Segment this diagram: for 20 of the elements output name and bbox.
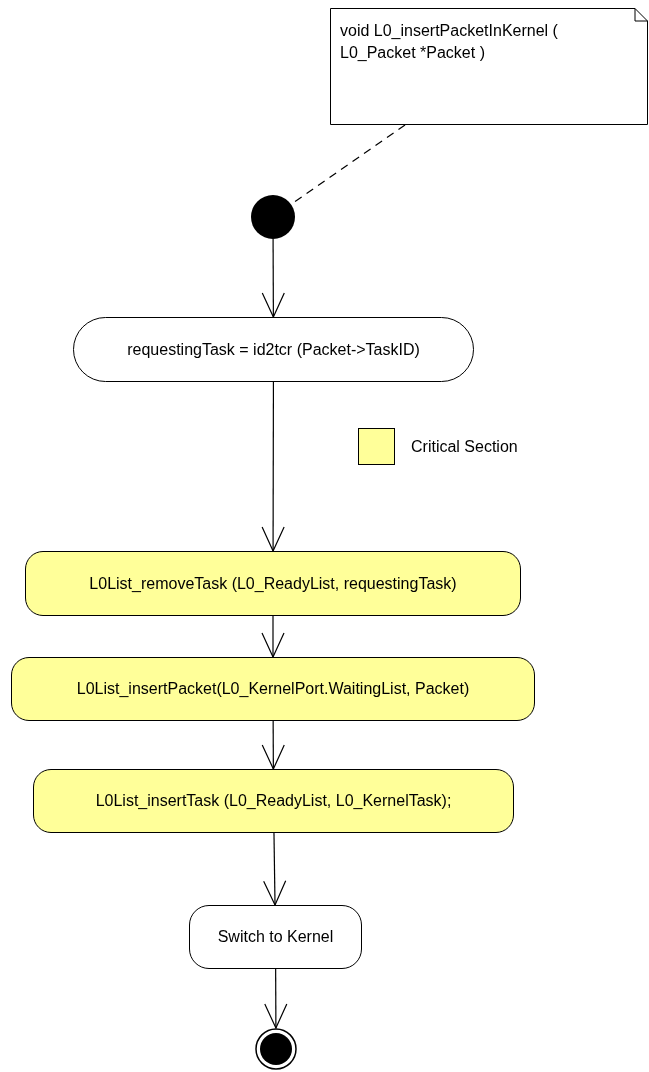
note-text: void L0_insertPacketInKernel ( L0_Packet *Packet ) [340, 21, 559, 63]
action-box [189, 905, 362, 969]
end-node [255, 1028, 297, 1070]
action-label: Switch to Kernel [217, 928, 334, 946]
arrow [263, 832, 287, 906]
arrow [261, 381, 285, 552]
arrow [261, 720, 285, 770]
arrow [264, 968, 288, 1029]
arrow [261, 238, 285, 318]
arrow [261, 615, 285, 658]
action-box [33, 769, 514, 833]
action-label: L0List_removeTask (L0_ReadyList, requestingTask) [89, 574, 457, 593]
legend-label: Critical Section [411, 437, 518, 456]
action-label: L0List_insertTask (L0_ReadyList, L0_KernelTask); [95, 792, 452, 810]
action-label: L0List_insertPacket(L0_KernelPort.WaitingList, Packet) [76, 680, 470, 698]
start-node [251, 195, 295, 239]
action-box [25, 551, 521, 616]
action-label: requestingTask = id2tcr (Packet->TaskID) [127, 340, 420, 359]
note-box [330, 8, 648, 125]
action-box [11, 657, 535, 721]
